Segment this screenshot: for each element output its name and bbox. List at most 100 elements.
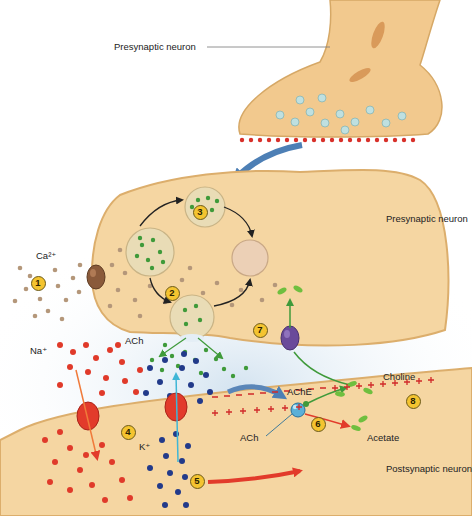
callout-circle: 7 bbox=[253, 323, 268, 338]
potassium-ions bbox=[162, 502, 168, 508]
choline-molecule bbox=[292, 284, 303, 293]
calcium-ions bbox=[71, 276, 76, 281]
sodium-ions bbox=[77, 467, 83, 473]
sodium-ions bbox=[103, 375, 109, 381]
inset-axon-terminal bbox=[398, 112, 406, 120]
receptor-dots bbox=[321, 138, 325, 142]
sodium-ions bbox=[57, 429, 63, 435]
inset-axon-terminal bbox=[369, 20, 388, 50]
inset-axon-terminal bbox=[306, 108, 314, 116]
sodium-ions bbox=[102, 497, 108, 503]
receptor-dots bbox=[258, 138, 262, 142]
acetylcholinesterase bbox=[291, 403, 305, 417]
choline-transporter bbox=[281, 326, 299, 350]
potassium-ions bbox=[179, 458, 185, 464]
calcium-ions bbox=[180, 278, 185, 283]
acetylcholine-molecules bbox=[138, 236, 142, 240]
sodium-ions bbox=[83, 452, 89, 458]
calcium-ions bbox=[64, 298, 69, 303]
inset-axon-terminal bbox=[382, 119, 390, 127]
sodium-ions bbox=[127, 495, 133, 501]
potassium-ions bbox=[188, 382, 194, 388]
calcium-channel bbox=[87, 265, 105, 289]
acetylcholine-molecules bbox=[160, 368, 164, 372]
sodium-ions bbox=[89, 482, 95, 488]
potassium-ions bbox=[163, 453, 169, 459]
calcium-ions bbox=[239, 288, 244, 293]
acetylcholine-molecules bbox=[210, 208, 214, 212]
receptor-dots bbox=[240, 138, 415, 142]
calcium-ions bbox=[273, 283, 278, 288]
calcium-channel bbox=[87, 265, 105, 289]
ion-channel bbox=[77, 402, 99, 430]
acetylcholine-molecules bbox=[146, 258, 150, 262]
sodium-ions bbox=[122, 378, 128, 384]
potassium-ions bbox=[197, 398, 203, 404]
acetylcholine-molecules bbox=[150, 266, 154, 270]
inset-axon-terminal bbox=[296, 96, 304, 104]
molecule-label: Choline bbox=[383, 372, 415, 382]
calcium-ions bbox=[53, 268, 58, 273]
calcium-ions bbox=[123, 271, 128, 276]
receptor-dots bbox=[294, 138, 298, 142]
calcium-ions bbox=[138, 314, 143, 319]
acetylcholine-molecules bbox=[151, 238, 155, 242]
acetylcholine-molecules bbox=[196, 198, 200, 202]
potassium-ions bbox=[162, 357, 168, 363]
potassium-ions bbox=[203, 372, 209, 378]
acetylcholine-molecules bbox=[206, 196, 210, 200]
calcium-ions bbox=[33, 314, 38, 319]
inset-axon-terminal bbox=[348, 66, 373, 85]
potassium-ions bbox=[175, 489, 181, 495]
acetate-molecule bbox=[357, 414, 368, 423]
acetylcholine-molecules bbox=[170, 354, 174, 358]
callout-circle: 4 bbox=[121, 425, 136, 440]
inset-axon-terminal bbox=[239, 0, 442, 137]
acetylcholine-molecules bbox=[135, 254, 139, 258]
release-arrow bbox=[160, 338, 222, 358]
sodium-ions bbox=[133, 389, 139, 395]
calcium-ions bbox=[133, 298, 138, 303]
sodium-ions bbox=[109, 459, 115, 465]
receptor-dots bbox=[303, 138, 307, 142]
inset-axon-terminal bbox=[341, 126, 349, 134]
callout-number: 5 bbox=[194, 476, 199, 486]
sodium-ions bbox=[52, 459, 58, 465]
synaptic-vesicle bbox=[126, 228, 174, 276]
action-potential-arrow bbox=[208, 471, 300, 482]
choline-path bbox=[289, 300, 291, 328]
presynaptic-terminal bbox=[92, 170, 448, 346]
ion-label: Na⁺ bbox=[30, 346, 47, 356]
calcium-ions bbox=[118, 248, 123, 253]
calcium-ions bbox=[110, 263, 115, 268]
calcium-ions bbox=[60, 317, 65, 322]
callout-number: 3 bbox=[197, 207, 202, 217]
recycling-arrow bbox=[214, 280, 250, 306]
sodium-ions bbox=[137, 367, 143, 373]
callout-circle: 3 bbox=[193, 205, 208, 220]
acetylcholine-molecules bbox=[194, 304, 198, 308]
receptor-dots bbox=[267, 138, 271, 142]
sodium-ions bbox=[99, 442, 105, 448]
receptor-dots bbox=[312, 138, 316, 142]
acetylcholine-molecules bbox=[199, 371, 203, 375]
recycling-arrow bbox=[140, 200, 252, 306]
receptor-dots bbox=[276, 138, 280, 142]
potassium-ions bbox=[193, 358, 199, 364]
calcium-ions bbox=[77, 290, 82, 295]
action-potential-arrow bbox=[208, 471, 300, 482]
callout-circle: 1 bbox=[31, 276, 46, 291]
molecule-label: Acetate bbox=[367, 433, 399, 443]
calcium-ions bbox=[24, 287, 29, 292]
potassium-ions bbox=[157, 379, 163, 385]
acetylcholine-molecules bbox=[198, 318, 202, 322]
acetylcholine-molecules bbox=[135, 196, 248, 378]
sodium-ions bbox=[57, 382, 63, 388]
presynaptic-terminal bbox=[92, 170, 448, 346]
receptor-dots bbox=[249, 138, 253, 142]
acetylcholine-molecules bbox=[231, 374, 235, 378]
acetylcholine-molecules bbox=[140, 243, 144, 247]
ion-flow-arrow bbox=[176, 374, 178, 462]
calcium-ions bbox=[201, 291, 206, 296]
